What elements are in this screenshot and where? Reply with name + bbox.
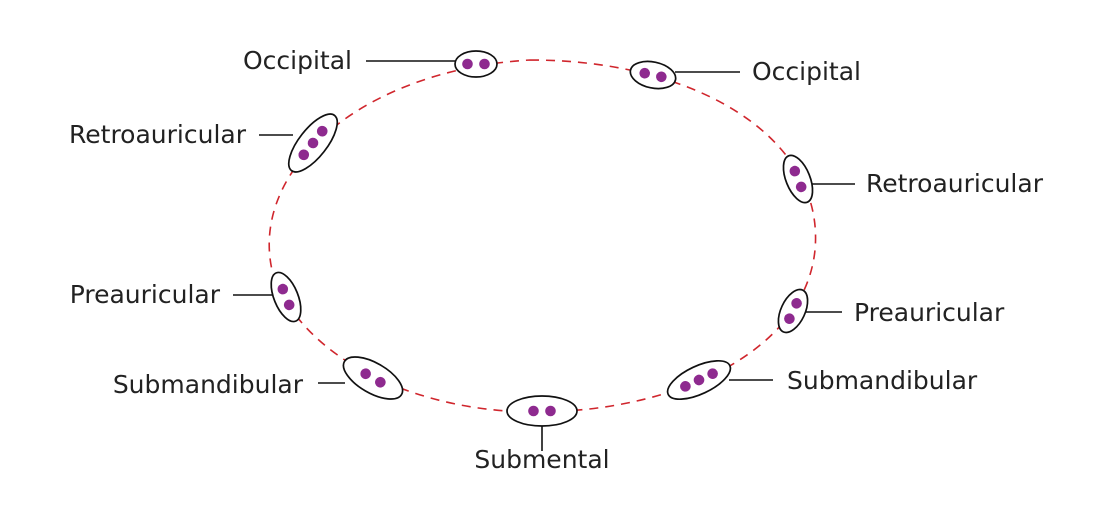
- submental-node-group: [506, 395, 578, 427]
- submandibular-left-capsule: [342, 356, 404, 400]
- preauricular-right-node-group: [777, 288, 809, 334]
- lymph-node-dot: [791, 297, 802, 309]
- preauricular-right-capsule: [777, 288, 809, 334]
- leader-lines: [233, 60, 855, 451]
- submandibular-right-node-group: [666, 359, 732, 401]
- lymph-node-dot: [283, 299, 295, 311]
- submental-label: Submental: [474, 445, 609, 474]
- lymph-node-dot: [693, 374, 705, 386]
- retroauricular-left-node-group: [287, 113, 339, 173]
- occipital-right-node-group: [629, 60, 677, 90]
- lymph-node-dot: [307, 137, 319, 149]
- lymph-node-dot: [316, 125, 328, 137]
- lymph-node-dot: [277, 283, 289, 295]
- lymph-node-dot: [375, 376, 386, 388]
- retroauricular-right-capsule: [782, 154, 814, 204]
- lymph-node-dot: [545, 405, 556, 417]
- lymph-node-dot: [784, 313, 795, 325]
- submandibular-right-label: Submandibular: [787, 366, 978, 395]
- lymph-node-groups: [270, 50, 814, 427]
- lymph-node-dot: [462, 58, 473, 70]
- lymph-node-dot: [680, 381, 691, 392]
- lymph-node-dot: [656, 71, 667, 83]
- occipital-left-node-group: [454, 50, 498, 78]
- lymph-node-dot: [298, 149, 310, 161]
- lymph-node-dot: [795, 181, 807, 193]
- preauricular-left-node-group: [270, 271, 302, 323]
- occipital-right-capsule: [629, 60, 677, 90]
- retroauricular-left-label: Retroauricular: [69, 120, 247, 149]
- submandibular-left-label: Submandibular: [113, 370, 304, 399]
- lymph-node-dot: [528, 405, 539, 417]
- retroauricular-right-node-group: [782, 154, 814, 204]
- retroauricular-right-label: Retroauricular: [866, 169, 1044, 198]
- submandibular-left-node-group: [342, 356, 404, 400]
- lymph-node-dot: [479, 58, 490, 70]
- preauricular-left-capsule: [270, 271, 302, 323]
- occipital-left-label: Occipital: [243, 46, 352, 75]
- preauricular-left-label: Preauricular: [70, 280, 221, 309]
- lymph-node-dot: [360, 368, 371, 380]
- occipital-left-capsule: [454, 50, 498, 78]
- preauricular-right-label: Preauricular: [854, 298, 1005, 327]
- lymph-node-dot: [707, 368, 718, 379]
- lymph-node-dot: [789, 165, 801, 177]
- submental-capsule: [506, 395, 578, 427]
- occipital-right-label: Occipital: [752, 57, 861, 86]
- lymph-node-dot: [639, 67, 650, 79]
